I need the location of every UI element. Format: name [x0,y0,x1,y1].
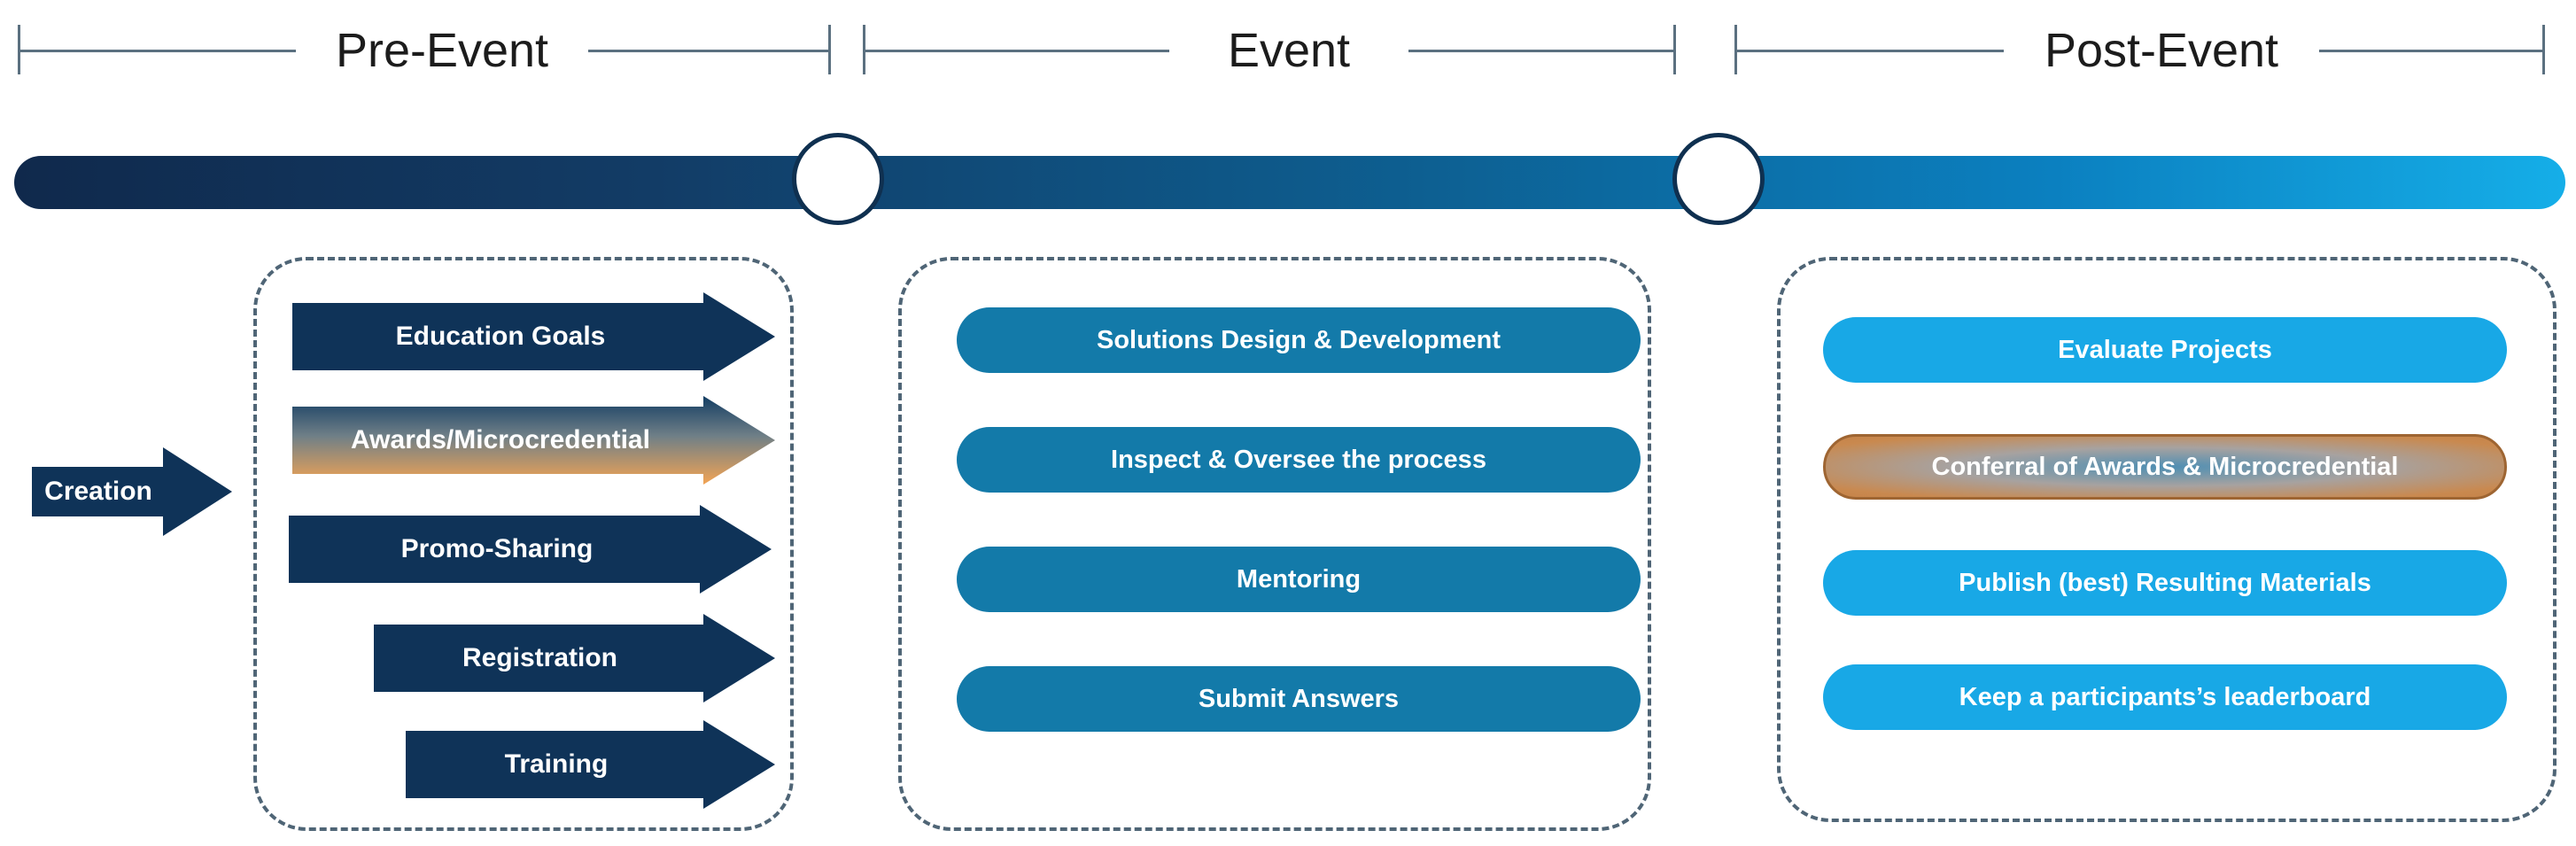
step-label: Awards/Microcredential [351,425,650,454]
phase-bracket-tick [1673,25,1676,74]
phase-label-event: Event [1169,19,1408,81]
step-label: Training [504,749,609,779]
step-arrow-education-goals: Education Goals [292,292,775,381]
step-arrow-training: Training [406,720,775,809]
phase-label-pre-event: Pre-Event [296,19,588,81]
step-arrow-promo-sharing: Promo-Sharing [289,505,772,594]
arrow-shape [289,505,772,594]
timeline-bar [14,156,2565,209]
post-event-step-pill: Keep a participants’s leaderboard [1823,664,2507,730]
event-step-pill: Submit Answers [957,666,1641,732]
phase-label-post-event: Post-Event [2004,19,2319,81]
step-label: Promo-Sharing [400,534,594,563]
arrow-shape [406,720,775,809]
post-event-step-pill: Publish (best) Resulting Materials [1823,550,2507,616]
creation-label: Creation [44,477,152,506]
event-step-pill: Mentoring [957,547,1641,612]
milestone-circle-event-to-post [1672,133,1765,225]
arrow-shape [32,447,232,536]
step-arrow-registration: Registration [374,614,775,702]
pre-event-group-box [253,257,794,831]
creation-arrow: Creation [32,447,232,536]
post-event-step-pill: Evaluate Projects [1823,317,2507,383]
milestone-circle-pre-to-event [792,133,884,225]
event-step-pill: Inspect & Oversee the process [957,427,1641,493]
arrow-shape [374,614,775,702]
step-arrow-awards-microcredential: Awards/Microcredential [292,396,775,485]
arrow-shape [292,292,775,381]
event-step-pill: Solutions Design & Development [957,307,1641,373]
step-label: Registration [462,643,618,672]
post-event-step-pill-highlighted: Conferral of Awards & Microcredential [1823,434,2507,500]
event-group-box [898,257,1651,831]
phase-bracket-tick [828,25,831,74]
post-event-group-box [1777,257,2557,822]
step-label: Education Goals [395,322,606,351]
arrow-shape [292,396,775,485]
phase-bracket-tick [2542,25,2545,74]
